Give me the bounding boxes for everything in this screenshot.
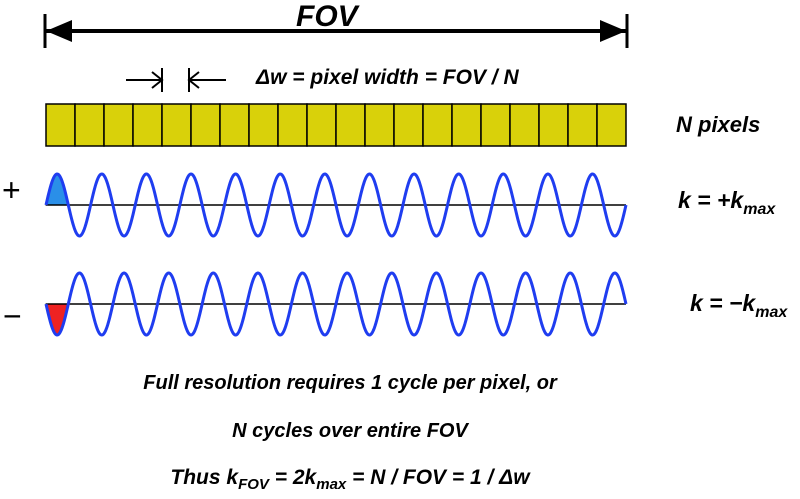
caption-line-3-c: = N / FOV = 1 / Δw [346,466,530,489]
caption-line-3-b: = 2k [268,466,317,489]
pixel-cell [132,103,163,147]
fov-arrow [43,14,629,48]
caption-line-1: Full resolution requires 1 cycle per pix… [143,372,557,394]
pixel-cell [364,103,395,147]
caption-line-3-sub2: max [316,476,347,493]
pixel-cell [451,103,482,147]
pixel-cell [480,103,511,147]
pixel-width-label: Δw = pixel width = FOV / N [256,66,519,89]
k-minus-sub: max [755,304,788,321]
fov-title: FOV [296,0,358,33]
pixel-cell [306,103,337,147]
pixel-strip [45,103,627,147]
pixel-cell [335,103,366,147]
pixel-cell [538,103,569,147]
wave-minus-curve [44,271,628,337]
pixel-cell [45,103,76,147]
pixel-cell [509,103,540,147]
caption-line-3-a: Thus k [170,466,239,489]
pixel-cell [103,103,134,147]
pixel-cell [190,103,221,147]
n-pixels-label: N pixels [676,112,761,137]
k-plus-sub: max [743,201,776,218]
pixel-cell [596,103,627,147]
pixel-cell [74,103,105,147]
k-minus-prefix: k = −k [690,290,756,316]
k-minus-label: k = −kmax [690,290,787,322]
caption-line-3: Thus kFOV = 2kmax = N / FOV = 1 / Δw [0,466,700,493]
k-plus-prefix: k = +k [678,187,744,213]
pixel-cell [393,103,424,147]
minus-sign: − [3,298,22,334]
pixel-cell [219,103,250,147]
pixel-width-arrows [126,68,226,92]
pixel-cell [248,103,279,147]
k-plus-label: k = +kmax [678,187,775,219]
wave-minus [44,271,628,337]
wave-plus-curve [44,172,628,238]
pixel-cell [161,103,192,147]
pixel-cell [422,103,453,147]
pixel-cell [277,103,308,147]
caption-line-2: N cycles over entire FOV [232,420,468,442]
wave-plus [44,172,628,238]
pixel-cell [567,103,598,147]
plus-sign: + [2,172,21,208]
caption-line-3-sub1: FOV [238,476,269,493]
